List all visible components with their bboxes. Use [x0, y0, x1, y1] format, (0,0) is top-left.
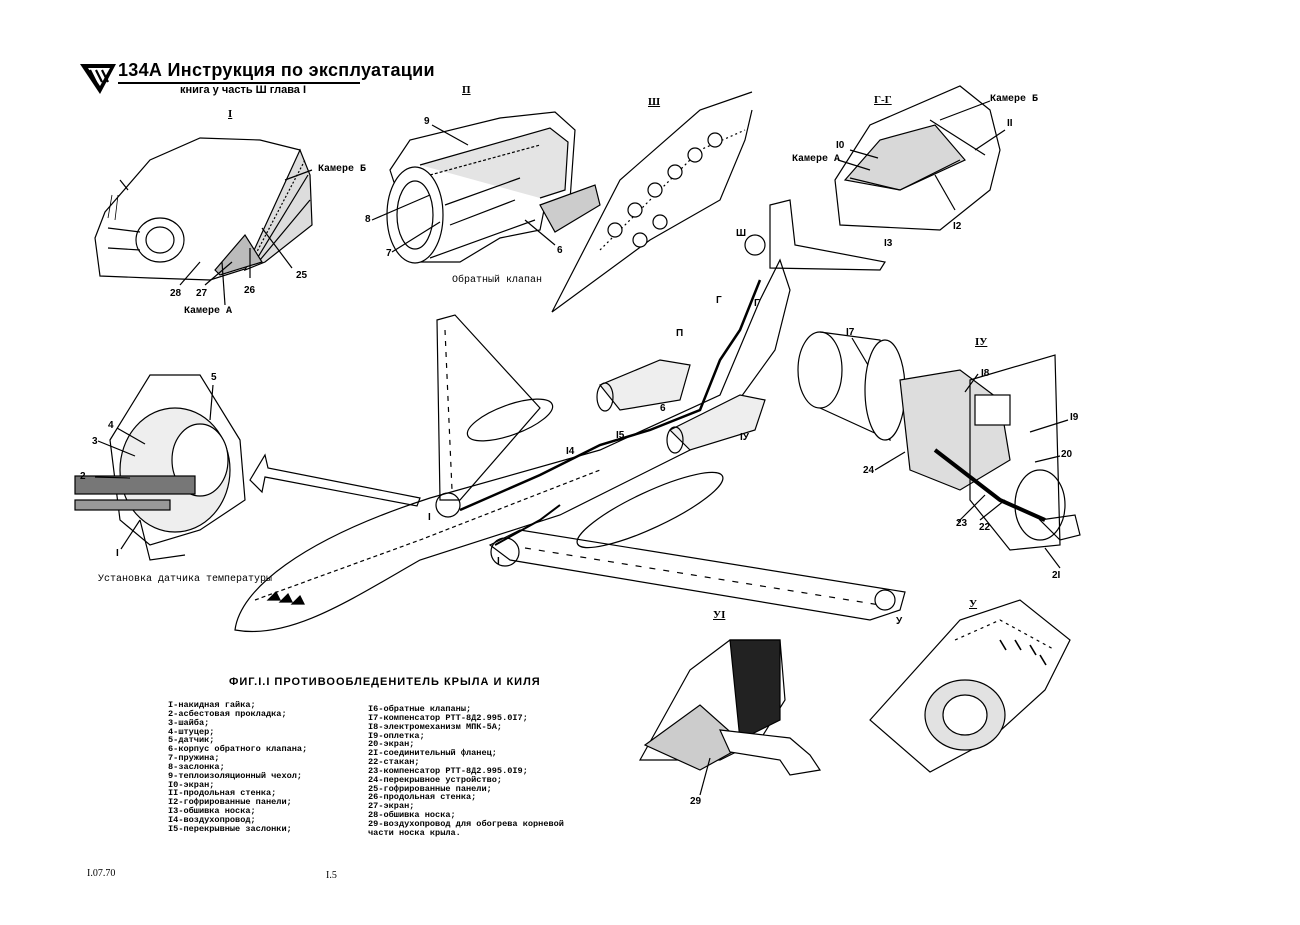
footer-page-number: I.5: [326, 870, 337, 881]
view-2-n9: 9: [424, 116, 430, 127]
legend-item: 22-стакан;: [368, 757, 420, 768]
view-6-drawing: [638, 639, 822, 796]
view-4-n17: I7: [846, 327, 855, 338]
legend-item: I0-экран;: [168, 779, 215, 790]
aircraft-label-3: Ш: [736, 228, 747, 239]
aircraft-label-v: У: [896, 616, 903, 627]
view-gg-n12: I2: [953, 221, 962, 232]
title-rule: [118, 82, 360, 84]
aircraft-label-g2: Г: [754, 298, 760, 309]
sensor-n3: 3: [92, 436, 98, 447]
legend-item: 8-заслонка;: [168, 761, 225, 772]
view-4-drawing: [797, 331, 1081, 569]
legend-item: 26-продольная стенка;: [368, 792, 477, 803]
view-4-n20: 20: [1061, 449, 1073, 460]
legend-item: I5-перекрывные заслонки;: [168, 823, 292, 834]
legend-item: 27-экран;: [368, 801, 415, 812]
legend-item: 6-корпус обратного клапана;: [168, 744, 308, 755]
sensor-drawing: [74, 374, 421, 561]
view-4-n18: I8: [981, 368, 990, 379]
legend-right-column: I6-обратные клапаны;I7-компенсатор РТТ-8…: [368, 705, 564, 838]
view-4-n21: 2I: [1052, 570, 1061, 581]
view-6-label: УI: [713, 609, 726, 621]
sensor-caption: Установка датчика температуры: [98, 574, 273, 585]
sensor-n5: 5: [211, 372, 217, 383]
figure-title: ФИГ.I.I ПРОТИВООБЛЕДЕНИТЕЛЬ КРЫЛА И КИЛЯ: [229, 676, 541, 688]
legend-item: I8-электромеханизм МПК-5А;: [368, 721, 503, 732]
view-6-n29: 29: [690, 796, 702, 807]
legend-item: I4-воздухопровод;: [168, 814, 256, 825]
legend-item: 2I-соединительный фланец;: [368, 748, 497, 759]
view-gg-n10: I0: [836, 140, 845, 151]
logo-emblem: [80, 64, 116, 94]
view-3-drawing: [551, 91, 753, 313]
legend-item: 25-гофрированные панели;: [368, 783, 492, 794]
aircraft-label-g1: Г: [716, 295, 722, 306]
view-2-n7: 7: [386, 248, 392, 259]
aircraft-label-p: П: [676, 328, 684, 339]
view-4-n23: 23: [956, 518, 968, 529]
legend-item: 5-датчик;: [168, 735, 215, 746]
legend-item: I7-компенсатор РТТ-8Д2.995.0I7;: [368, 712, 528, 723]
view-1-label: I: [228, 108, 233, 120]
view-2-label: П: [462, 84, 471, 96]
view-2-drawing: [371, 111, 601, 264]
legend-item: 28-обшивка носка;: [368, 810, 456, 821]
view-2-n8: 8: [365, 214, 371, 225]
legend-item: I6-обратные клапаны;: [368, 704, 472, 714]
view-4-n19: I9: [1070, 412, 1079, 423]
view-4-n22: 22: [979, 522, 991, 533]
aircraft-drawing: [234, 199, 906, 633]
view-gg-drawing: [834, 85, 1006, 231]
footer-date: I.07.70: [87, 868, 116, 879]
view-gg-n11: II: [1007, 118, 1013, 129]
view-4-label: IУ: [975, 336, 988, 348]
legend-item: 23-компенсатор РТТ-8Д2.995.0I9;: [368, 765, 528, 776]
legend-item: II-продольная стенка;: [168, 788, 277, 799]
aircraft-label-15: I5: [616, 430, 625, 441]
sensor-n1: I: [116, 548, 119, 559]
view-3-label: Ш: [648, 96, 661, 108]
view-gg-chamber-a: Камере А: [792, 154, 841, 165]
legend-item: 2-асбестовая прокладка;: [168, 708, 287, 719]
view-1-drawing: [94, 137, 313, 306]
legend-item: I9-оплетка;: [368, 730, 425, 741]
legend-item: I-накидная гайка;: [168, 700, 256, 710]
legend-item: 3-шайба;: [168, 717, 210, 728]
view-1-n27: 27: [196, 288, 208, 299]
view-2-caption: Обратный клапан: [452, 275, 543, 286]
view-1-n26: 26: [244, 285, 256, 296]
aircraft-label-14: I4: [566, 446, 575, 457]
legend-item: I2-гофрированные панели;: [168, 797, 292, 808]
legend-item: 29-воздухопровод для обогрева корневой: [368, 818, 564, 829]
document-title: 134А Инструкция по эксплуатации: [118, 60, 435, 80]
view-gg-label: Г-Г: [874, 94, 892, 106]
legend-item: I3-обшивка носка;: [168, 806, 256, 817]
view-1-chamber-a: Камере А: [184, 306, 233, 317]
view-2-n6: 6: [557, 245, 563, 256]
document-subtitle: книга у часть Ш глава I: [180, 84, 307, 96]
sensor-n2: 2: [80, 471, 86, 482]
legend-item: 4-штуцер;: [168, 726, 215, 737]
legend-item: 24-перекрывное устройство;: [368, 774, 503, 785]
legend-item: 9-теплоизоляционный чехол;: [168, 770, 303, 781]
view-4-n24: 24: [863, 465, 875, 476]
view-5-drawing: [869, 599, 1071, 773]
legend-item: части носка крыла.: [368, 827, 461, 838]
view-1-n25: 25: [296, 270, 308, 281]
aircraft-label-i-wing: I: [497, 556, 500, 567]
aircraft-label-i-fin: I: [428, 512, 431, 523]
view-gg-n13: I3: [884, 238, 893, 249]
view-5-label: У: [969, 598, 978, 610]
sensor-n4: 4: [108, 420, 114, 431]
aircraft-label-iv: IУ: [740, 432, 749, 443]
aircraft-label-6: 6: [660, 403, 666, 414]
view-1-chamber-b: Камере Б: [318, 164, 367, 175]
legend-item: 20-экран;: [368, 739, 415, 750]
view-gg-chamber-b: Камере Б: [990, 94, 1039, 105]
legend-left-column: I-накидная гайка;2-асбестовая прокладка;…: [168, 701, 307, 834]
legend-item: 7-пружина;: [168, 753, 220, 764]
view-1-n28: 28: [170, 288, 182, 299]
